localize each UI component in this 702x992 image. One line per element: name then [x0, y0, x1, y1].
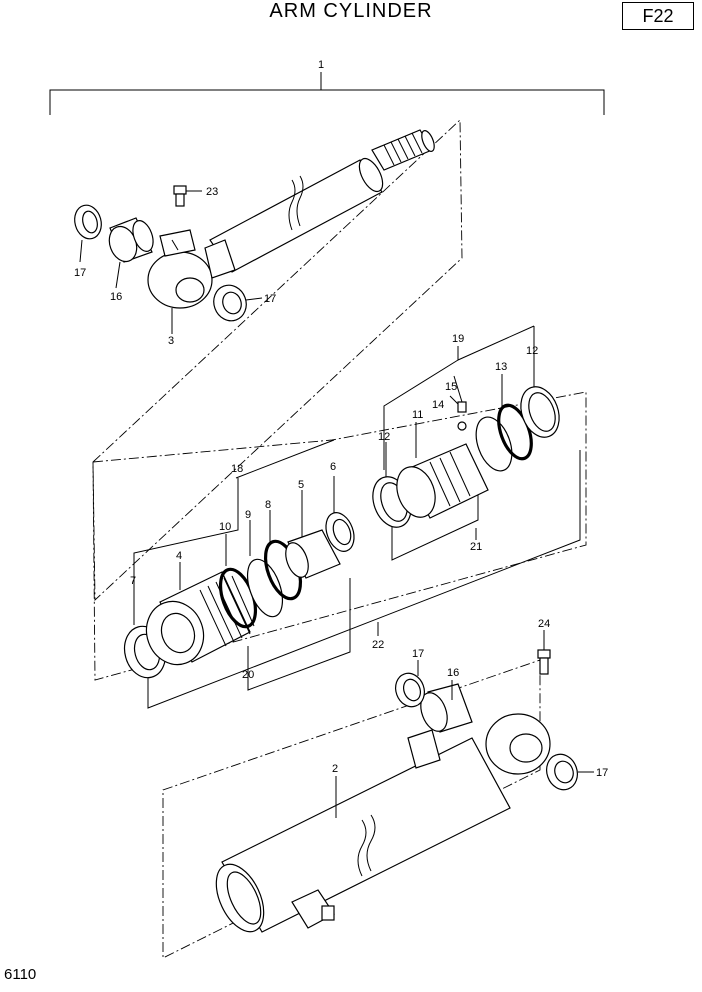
label-part-16: 16 — [447, 667, 459, 679]
stop-ring-6 — [325, 512, 355, 552]
label-part-17: 17 — [264, 293, 276, 305]
set-screw-15 — [457, 401, 467, 413]
label-part-7: 7 — [130, 575, 136, 587]
label-part-18: 18 — [231, 463, 243, 475]
diagram-title: ARM CYLINDER — [269, 0, 433, 22]
label-part-23: 23 — [206, 186, 218, 198]
bushing-16-upper — [108, 217, 154, 289]
label-part-11: 11 — [412, 409, 423, 421]
label-part-16: 16 — [110, 291, 122, 303]
wear-ring-12-right — [520, 386, 560, 438]
cushion-ring-5 — [285, 529, 341, 579]
label-part-12: 12 — [526, 345, 538, 357]
label-part-3: 3 — [168, 335, 174, 347]
label-part-17: 17 — [596, 767, 608, 779]
label-part-12: 12 — [378, 431, 390, 443]
label-part-21: 21 — [470, 541, 482, 553]
label-part-9: 9 — [245, 509, 251, 521]
grease-nipple-23 — [173, 185, 202, 207]
section-code-badge: F22 — [622, 2, 694, 30]
dust-seal-17-lower-right — [546, 753, 594, 791]
rod-eye-housing — [147, 229, 236, 309]
backup-ring-9 — [246, 558, 284, 618]
piston-rod-shaft — [209, 157, 384, 273]
label-part-1: 1 — [318, 59, 324, 71]
label-part-24: 24 — [538, 618, 550, 630]
label-part-4: 4 — [176, 550, 182, 562]
dust-seal-17-upper-left — [74, 204, 102, 263]
label-part-15: 15 — [445, 381, 457, 393]
label-part-20: 20 — [242, 669, 254, 681]
label-part-22: 22 — [372, 639, 384, 651]
rod-thread-end — [371, 129, 435, 171]
rod-cover-gland-4 — [145, 571, 255, 666]
label-part-13: 13 — [495, 361, 507, 373]
label-part-6: 6 — [330, 461, 336, 473]
page-number: 6110 — [4, 966, 37, 983]
part-number-labels: 1 23 17 16 17 3 19 12 15 13 14 11 12 18 … — [74, 59, 608, 779]
gland-piston-assembly — [92, 325, 587, 709]
label-part-2: 2 — [332, 763, 338, 775]
piston-seal-13 — [475, 416, 513, 472]
bushing-16-lower — [420, 680, 473, 733]
piston-11 — [396, 443, 489, 519]
dust-seal-17-upper-right — [213, 284, 263, 322]
label-part-19: 19 — [452, 333, 464, 345]
tube-eye-housing — [407, 713, 551, 775]
grease-nipple-24 — [537, 630, 551, 675]
label-part-10: 10 — [219, 521, 231, 533]
piston-rod-assembly — [74, 118, 463, 602]
cylinder-tube-2 — [215, 737, 511, 933]
label-part-8: 8 — [265, 499, 271, 511]
cylinder-tube-assembly — [162, 630, 594, 959]
assembly-bracket-1 — [49, 72, 605, 115]
label-part-5: 5 — [298, 479, 304, 491]
steel-ball-14 — [457, 421, 467, 431]
port-fitting — [291, 889, 335, 929]
label-part-17: 17 — [412, 648, 424, 660]
label-part-14: 14 — [432, 399, 444, 411]
dust-seal-17-lower-left — [395, 660, 425, 708]
label-part-17: 17 — [74, 267, 86, 279]
